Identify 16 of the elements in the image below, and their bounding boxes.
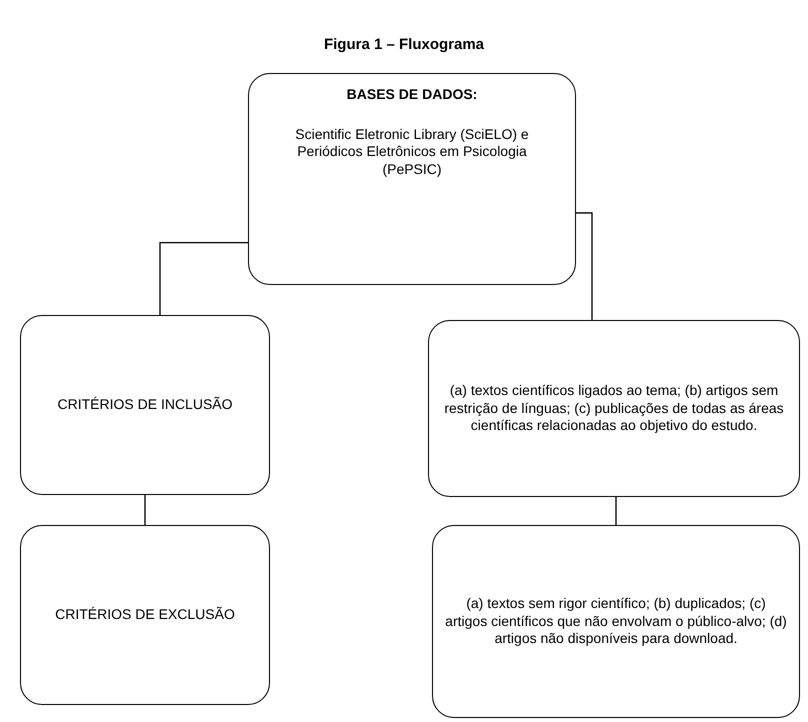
box-heading: BASES DE DADOS: bbox=[346, 86, 478, 104]
connector-line bbox=[576, 212, 593, 320]
process-box bbox=[20, 525, 270, 705]
connector-line bbox=[615, 497, 617, 525]
box-text: (a) textos sem rigor científico; (b) duplicados; (c) artigos científicos que não envolvam o público-alvo; (d) artigos não disponíveis para download. bbox=[444, 595, 788, 648]
process-box bbox=[432, 525, 800, 718]
box-text: CRITÉRIOS DE INCLUSÃO bbox=[57, 396, 233, 414]
box-text: CRITÉRIOS DE EXCLUSÃO bbox=[55, 606, 235, 624]
connector-line bbox=[159, 242, 248, 315]
box-text: Scientific Eletronic Library (SciELO) e Periódicos Eletrônicos em Psicologia (PePSIC) bbox=[294, 126, 530, 178]
process-box bbox=[428, 320, 800, 497]
connector-line bbox=[144, 495, 146, 525]
process-box bbox=[20, 315, 270, 495]
process-box bbox=[248, 73, 576, 285]
figure-title: Figura 1 – Fluxograma bbox=[322, 36, 486, 53]
box-text: (a) textos científicos ligados ao tema; (b) artigos sem restrição de línguas; (c) publicações de todas as áreas científicas relacionadas ao objetivo do estudo. bbox=[443, 382, 785, 435]
